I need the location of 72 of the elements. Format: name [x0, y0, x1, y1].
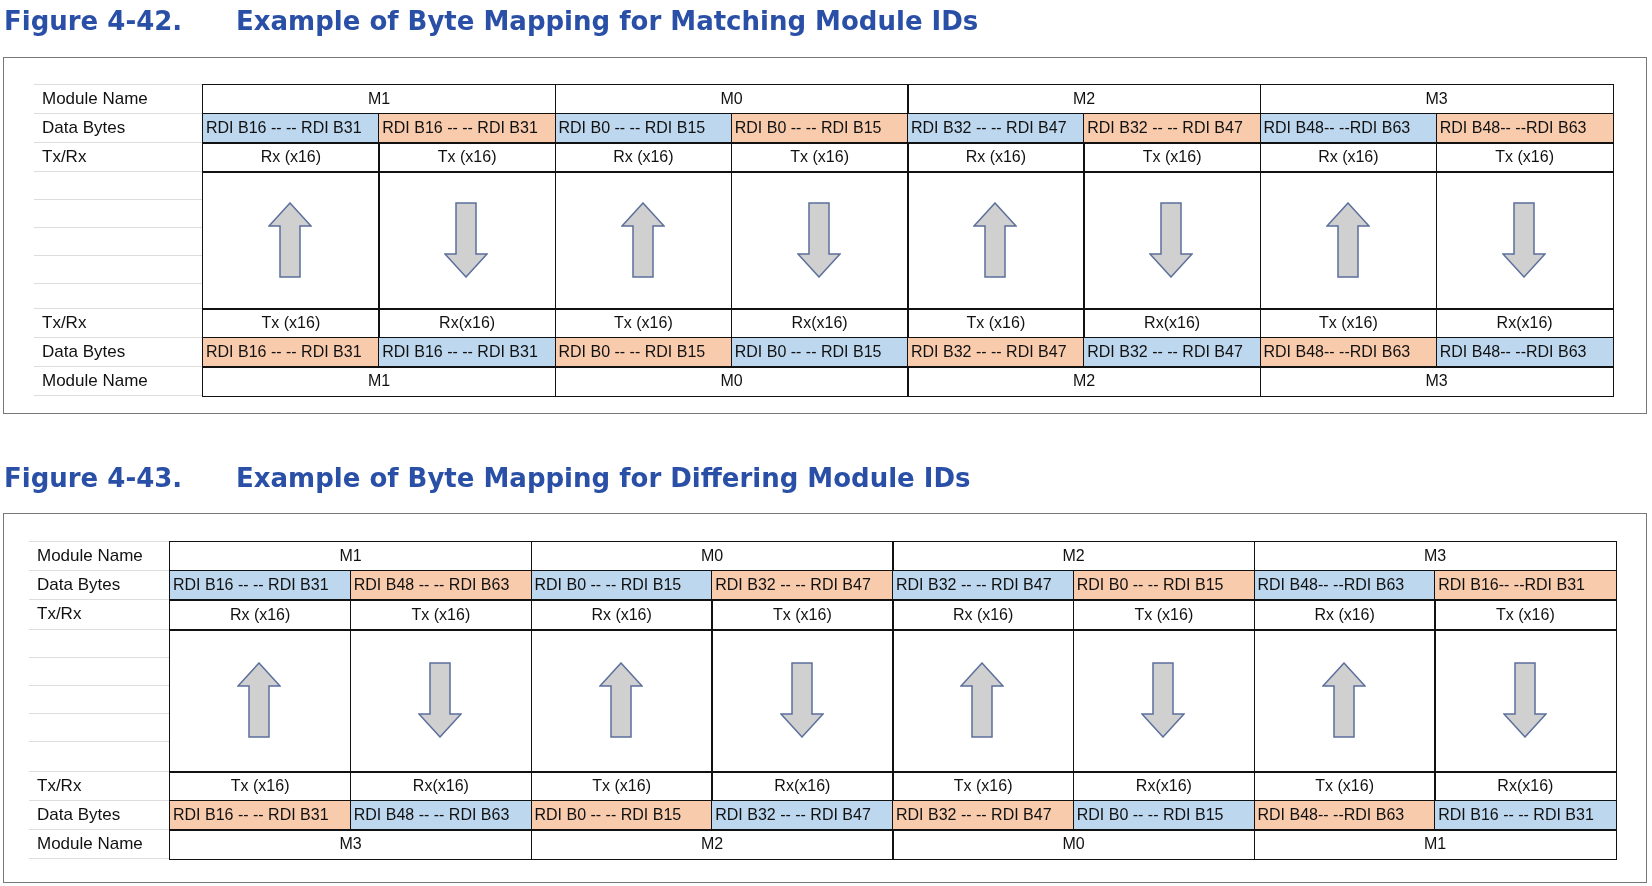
data-bytes-cell: RDI B16 -- -- RDI B31	[378, 337, 556, 368]
row-header: Module Name	[37, 546, 143, 566]
direction-cell: Tx (x16)	[1435, 142, 1614, 173]
data-bytes-cell: RDI B48-- --RDI B63	[1253, 570, 1436, 601]
data-bytes-cell: RDI B32 -- -- RDI B47	[907, 337, 1085, 368]
data-bytes-cell: RDI B48-- --RDI B63	[1435, 337, 1614, 368]
data-bytes-cell: RDI B48 -- -- RDI B63	[349, 800, 532, 831]
module-name-cell: M0	[554, 366, 909, 397]
data-bytes-cell: RDI B48-- --RDI B63	[1259, 113, 1438, 144]
figure-title: Example of Byte Mapping for Differing Module IDs	[236, 463, 971, 493]
module-name-cell: M2	[530, 829, 894, 860]
data-bytes-cell: RDI B16 -- -- RDI B31	[1434, 800, 1617, 831]
direction-cell: Rx (x16)	[554, 142, 733, 173]
data-bytes-cell: RDI B32 -- -- RDI B47	[907, 113, 1085, 144]
data-bytes-cell: RDI B48-- --RDI B63	[1253, 800, 1436, 831]
row-header: Data Bytes	[42, 342, 126, 362]
direction-cell: Tx (x16)	[730, 142, 909, 173]
module-name-cell: M3	[1259, 366, 1614, 397]
figure-title: Example of Byte Mapping for Matching Module IDs	[236, 6, 979, 36]
data-bytes-cell: RDI B32 -- -- RDI B47	[1083, 113, 1261, 144]
data-bytes-cell: RDI B0 -- -- RDI B15	[1072, 800, 1255, 831]
module-name-cell: M3	[169, 829, 532, 860]
data-bytes-cell: RDI B16 -- -- RDI B31	[169, 800, 352, 831]
direction-cell: Rx (x16)	[907, 142, 1085, 173]
data-bytes-cell: RDI B0 -- -- RDI B15	[730, 113, 909, 144]
data-bytes-cell: RDI B16 -- -- RDI B31	[169, 570, 352, 601]
data-bytes-cell: RDI B0 -- -- RDI B15	[1072, 570, 1255, 601]
row-header: Tx/Rx	[42, 313, 87, 333]
direction-cell: Tx (x16)	[1072, 599, 1255, 631]
direction-cell: Rx (x16)	[1253, 599, 1436, 631]
module-name-cell: M2	[907, 366, 1261, 397]
direction-cell: Tx (x16)	[711, 599, 894, 631]
figure-number: Figure 4-42.	[4, 6, 183, 36]
direction-cell: Rx (x16)	[169, 599, 352, 631]
data-bytes-cell: RDI B32 -- -- RDI B47	[892, 800, 1075, 831]
data-bytes-cell: RDI B0 -- -- RDI B15	[554, 113, 733, 144]
data-bytes-cell: RDI B32 -- -- RDI B47	[1083, 337, 1261, 368]
data-bytes-cell: RDI B16 -- -- RDI B31	[378, 113, 556, 144]
direction-cell: Rx (x16)	[530, 599, 713, 631]
direction-cell: Rx (x16)	[1259, 142, 1438, 173]
module-name-cell: M0	[892, 829, 1255, 860]
data-bytes-cell: RDI B16-- --RDI B31	[1434, 570, 1617, 601]
figure-number: Figure 4-43.	[4, 463, 183, 493]
direction-cell: Tx (x16)	[1083, 142, 1261, 173]
module-name-cell: M1	[1253, 829, 1617, 860]
data-bytes-cell: RDI B16 -- -- RDI B31	[202, 113, 380, 144]
direction-cell: Tx (x16)	[1434, 599, 1617, 631]
data-bytes-cell: RDI B32 -- -- RDI B47	[711, 570, 894, 601]
direction-cell: Tx (x16)	[378, 142, 556, 173]
direction-cell: Tx (x16)	[349, 599, 532, 631]
row-header: Tx/Rx	[42, 147, 87, 167]
data-bytes-cell: RDI B0 -- -- RDI B15	[554, 337, 733, 368]
data-bytes-cell: RDI B0 -- -- RDI B15	[530, 800, 713, 831]
direction-cell: Rx (x16)	[892, 599, 1075, 631]
row-header: Tx/Rx	[37, 604, 82, 624]
data-bytes-cell: RDI B0 -- -- RDI B15	[730, 337, 909, 368]
data-bytes-cell: RDI B16 -- -- RDI B31	[202, 337, 380, 368]
data-bytes-cell: RDI B48 -- -- RDI B63	[349, 570, 532, 601]
row-header: Data Bytes	[37, 575, 121, 595]
data-bytes-cell: RDI B48-- --RDI B63	[1259, 337, 1438, 368]
row-header: Data Bytes	[37, 805, 121, 825]
data-bytes-cell: RDI B32 -- -- RDI B47	[711, 800, 894, 831]
row-header: Module Name	[42, 89, 148, 109]
direction-cell: Rx (x16)	[202, 142, 380, 173]
module-name-cell: M1	[202, 366, 556, 397]
row-header: Data Bytes	[42, 118, 126, 138]
row-header: Module Name	[42, 371, 148, 391]
data-bytes-cell: RDI B0 -- -- RDI B15	[530, 570, 713, 601]
row-header: Tx/Rx	[37, 776, 82, 796]
data-bytes-cell: RDI B32 -- -- RDI B47	[892, 570, 1075, 601]
row-header: Module Name	[37, 834, 143, 854]
data-bytes-cell: RDI B48-- --RDI B63	[1435, 113, 1614, 144]
